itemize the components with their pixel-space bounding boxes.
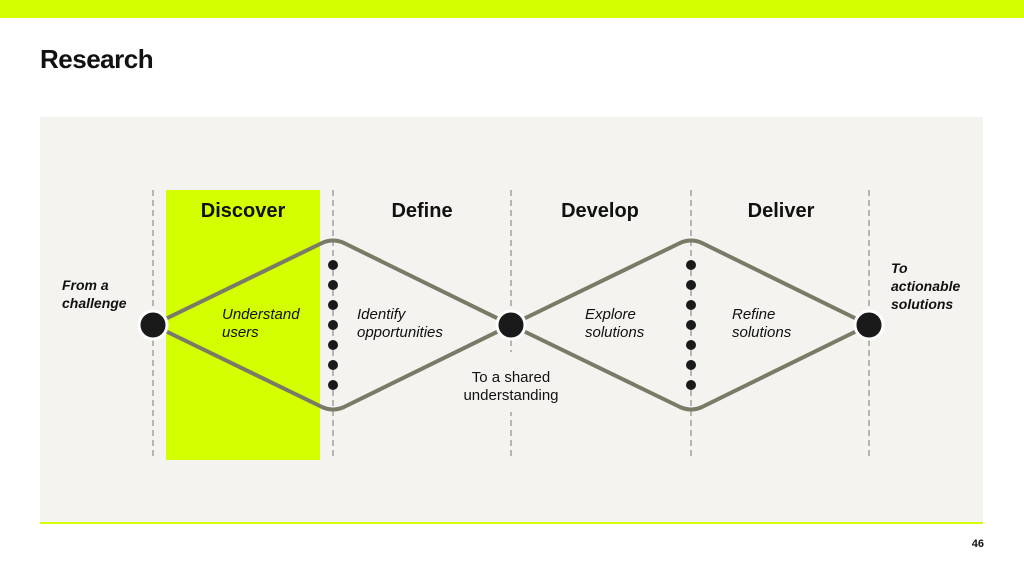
accent-divider [40, 522, 983, 524]
end-label: To actionable solutions [891, 260, 961, 312]
activity-understand-users: Understand users [222, 306, 300, 341]
phase-define: Define [391, 200, 453, 222]
activity-identify-opportunities: Identify opportunities [357, 306, 443, 341]
phase-discover: Discover [200, 200, 286, 222]
start-node [137, 309, 169, 341]
activity-refine-solutions: Refine solutions [732, 306, 792, 341]
page-number: 46 [971, 538, 984, 550]
activity-explore-solutions: Explore solutions [585, 306, 645, 341]
phase-develop: Develop [561, 200, 639, 222]
phase-deliver: Deliver [747, 200, 815, 222]
discover-highlight [166, 190, 320, 460]
mid-node [495, 309, 527, 341]
start-label: From a challenge [62, 277, 127, 311]
label-mask [460, 352, 562, 412]
dotted-column-1 [328, 260, 338, 390]
end-node [853, 309, 885, 341]
page-title: Research [40, 44, 154, 74]
mid-label: To a shared understanding [463, 369, 559, 404]
dotted-column-2 [686, 260, 696, 390]
accent-top-bar [0, 0, 1024, 18]
